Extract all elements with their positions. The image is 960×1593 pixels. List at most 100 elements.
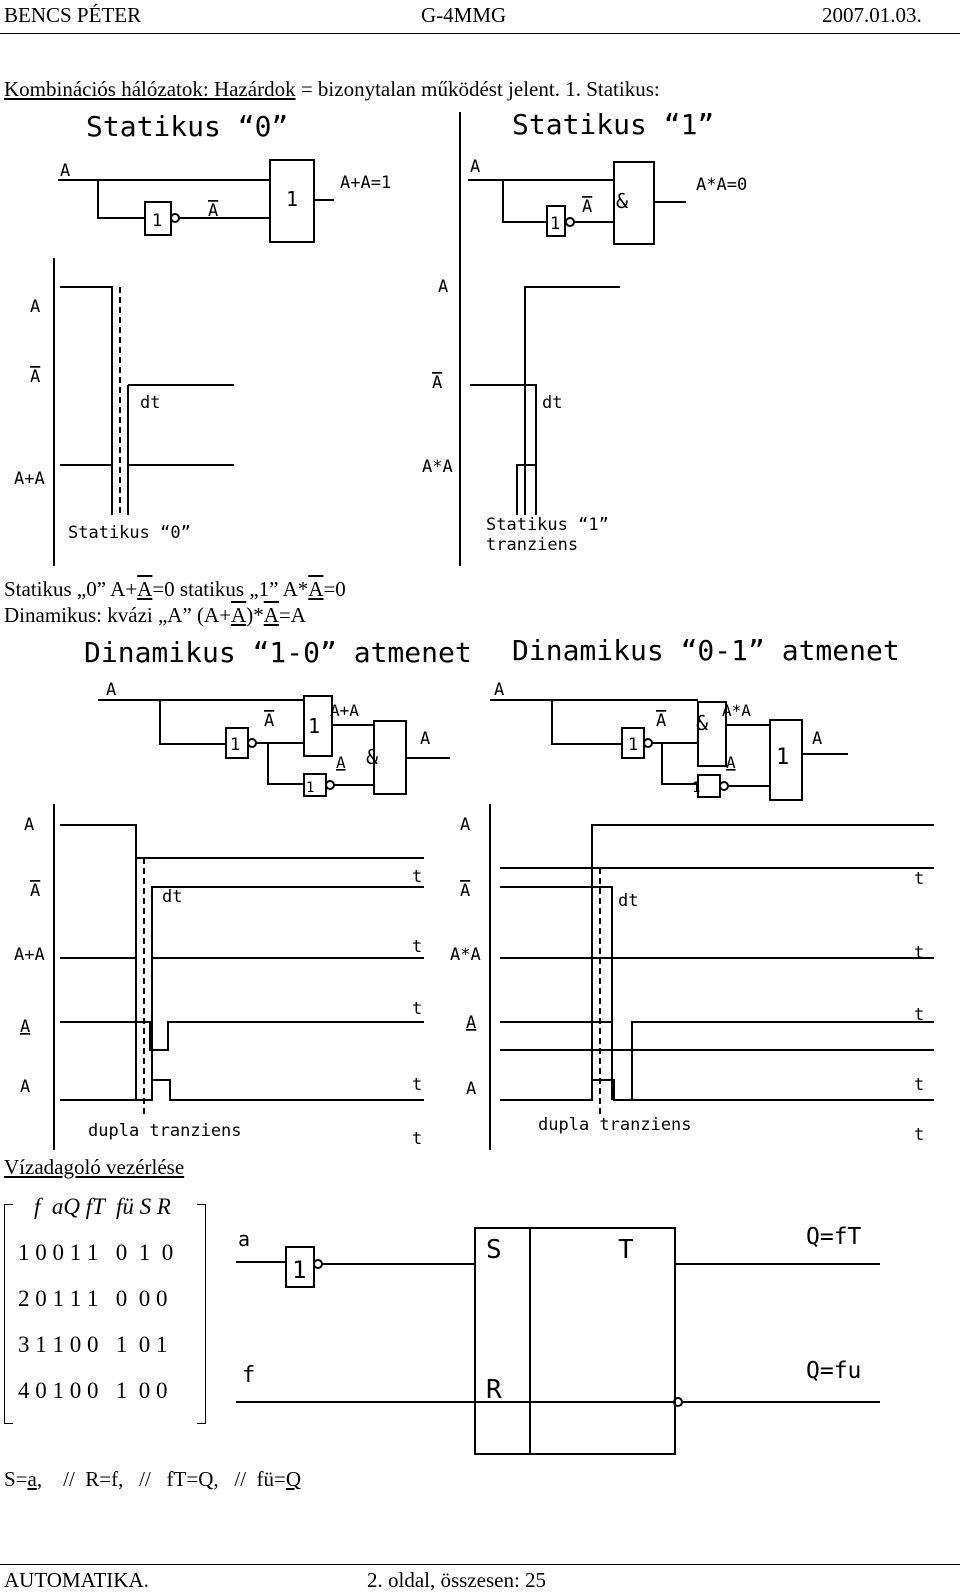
dyn10-and: & bbox=[366, 745, 378, 769]
dyn01-wave-abarbar: A bbox=[466, 1013, 476, 1033]
matrix-row-1: 1 0 0 1 1 0 1 0 bbox=[18, 1240, 174, 1265]
dyn10-t2: t bbox=[412, 937, 422, 957]
static0-dt: dt bbox=[140, 393, 160, 413]
static0-caption: Statikus “0” bbox=[68, 523, 191, 543]
static1-input-a: A bbox=[470, 157, 480, 177]
footer-rule bbox=[0, 1564, 960, 1565]
static0-not: 1 bbox=[152, 211, 162, 231]
dyn01-abarbar: A bbox=[726, 753, 736, 772]
dyn10-t5: t bbox=[412, 1129, 422, 1149]
dyn01-wave-a: A bbox=[460, 815, 470, 835]
dyn01-wave-prod: A*A bbox=[450, 945, 481, 965]
circuit-input-f: f bbox=[242, 1363, 255, 1388]
static1-and: & bbox=[616, 189, 628, 213]
static1-wave-abar: A bbox=[432, 373, 442, 393]
circuit-r: R bbox=[486, 1375, 502, 1405]
static-summary-abar1: A bbox=[137, 577, 153, 601]
dyn-right-title: Dinamikus “0-1” atmenet bbox=[512, 634, 900, 667]
static-right-title: Statikus “1” bbox=[512, 108, 714, 141]
dynamic-summary-part1: Dinamikus: kvázi „A” (A+ bbox=[4, 603, 232, 627]
dynamic-summary-part2: )* bbox=[246, 603, 264, 627]
dyn10-t3: t bbox=[412, 999, 422, 1019]
static-summary-part3: =0 bbox=[323, 577, 346, 601]
header-code: G-4MMG bbox=[421, 3, 507, 27]
state-matrix: f aQ fT fü S R 1 0 0 1 1 0 1 0 2 0 1 1 1… bbox=[4, 1194, 206, 1426]
footer-subject: AUTOMATIKA. bbox=[4, 1568, 149, 1592]
dynamic-summary-abar2: A bbox=[263, 603, 279, 627]
dyn-left-title: Dinamikus “1-0” atmenet bbox=[84, 636, 472, 669]
dyn01-caption: dupla tranziens bbox=[538, 1115, 692, 1135]
circuit-s: S bbox=[486, 1235, 502, 1265]
eq-rest: , // R=f, // fT=Q, // fü= bbox=[36, 1467, 286, 1491]
static0-input-a: A bbox=[60, 161, 70, 181]
circuit-out-fu: Q=fu bbox=[806, 1358, 861, 1384]
static1-caption-2: tranziens bbox=[486, 535, 578, 555]
dyn10-not2: 1 bbox=[306, 780, 314, 796]
dyn10-wave-sum: A+A bbox=[14, 945, 45, 965]
dynamic-summary-part3: =A bbox=[278, 603, 306, 627]
dyn01-t5: t bbox=[914, 1125, 924, 1145]
dyn01-and: & bbox=[696, 711, 708, 735]
dyn10-t1: t bbox=[412, 867, 422, 887]
static-summary-part1: Statikus „0” A+ bbox=[4, 577, 138, 601]
circuit-out-ft: Q=fT bbox=[806, 1224, 862, 1250]
matrix-left-bracket bbox=[4, 1204, 13, 1424]
dyn10-abarbar: A bbox=[336, 753, 346, 772]
eq-s: S= bbox=[4, 1467, 28, 1491]
dyn10-t4: t bbox=[412, 1075, 422, 1095]
static0-or: 1 bbox=[286, 187, 298, 211]
matrix-row-4: 4 0 1 0 0 1 0 0 bbox=[18, 1378, 168, 1403]
dyn01-t2: t bbox=[914, 943, 924, 963]
dyn01-dt: dt bbox=[618, 891, 638, 911]
static-summary-part2: =0 statikus „1” A* bbox=[152, 577, 309, 601]
static-summary: Statikus „0” A+A=0 statikus „1” A*A=0 bbox=[4, 576, 346, 602]
matrix-header: f aQ fT fü S R bbox=[34, 1194, 171, 1219]
dynamic-summary-abar1: A bbox=[231, 603, 247, 627]
circuit-not: 1 bbox=[292, 1256, 306, 1284]
dyn01-output: A bbox=[812, 729, 822, 749]
dyn01-not2: 1 bbox=[692, 780, 700, 796]
static1-wave-a: A bbox=[438, 277, 448, 297]
static-left-title: Statikus “0” bbox=[86, 110, 288, 143]
matrix-row-2: 2 0 1 1 1 0 0 0 bbox=[18, 1286, 168, 1311]
footer-page: 2. oldal, összesen: 25 bbox=[367, 1568, 547, 1592]
static0-wave-a: A bbox=[30, 297, 40, 317]
static1-dt: dt bbox=[542, 393, 562, 413]
dyn01-wave-abar: A bbox=[460, 881, 470, 901]
eq-s-var: a bbox=[27, 1467, 37, 1491]
dyn10-abar: A bbox=[264, 711, 274, 731]
static1-wave-prod: A*A bbox=[422, 457, 453, 477]
dyn10-input-a: A bbox=[106, 680, 116, 700]
header-author: BENCS PÉTER bbox=[4, 3, 142, 27]
static0-wave-sum: A+A bbox=[14, 469, 45, 489]
dyn10-sum: A+A bbox=[330, 701, 359, 720]
dyn10-wave-a: A bbox=[24, 815, 34, 835]
dyn10-caption: dupla tranziens bbox=[88, 1121, 242, 1141]
water-title: Vízadagoló vezérlése bbox=[4, 1155, 185, 1179]
dyn01-prod: A*A bbox=[722, 701, 751, 720]
dyn01-abar: A bbox=[656, 711, 666, 731]
dyn10-wave-abar: A bbox=[30, 881, 40, 901]
static0-wave-abar: A bbox=[30, 367, 40, 387]
dyn01-t1: t bbox=[914, 869, 924, 889]
dyn10-or: 1 bbox=[308, 714, 320, 738]
header-rule bbox=[0, 33, 960, 34]
static0-output: A+A=1 bbox=[340, 173, 391, 193]
static0-abar: A bbox=[208, 201, 218, 221]
dyn10-wave-abarbar: A bbox=[20, 1017, 30, 1037]
circuit-t: T bbox=[618, 1235, 634, 1265]
intro-text: = bizonytalan működést jelent. 1. Statik… bbox=[295, 77, 660, 101]
static1-output: A*A=0 bbox=[696, 175, 747, 195]
static-summary-abar2: A bbox=[308, 577, 324, 601]
circuit-input-a: a bbox=[238, 1227, 250, 1251]
dyn01-or: 1 bbox=[776, 745, 789, 770]
eq-q-var: Q bbox=[285, 1467, 302, 1491]
dyn01-t3: t bbox=[914, 1005, 924, 1025]
dyn01-not1: 1 bbox=[628, 735, 638, 755]
dyn10-dt: dt bbox=[162, 887, 182, 907]
intro-topic: Kombinációs hálózatok: Hazárdok bbox=[4, 77, 296, 101]
static1-abar: A bbox=[582, 197, 592, 217]
matrix-right-bracket bbox=[197, 1204, 206, 1424]
header-date: 2007.01.03. bbox=[822, 3, 922, 27]
